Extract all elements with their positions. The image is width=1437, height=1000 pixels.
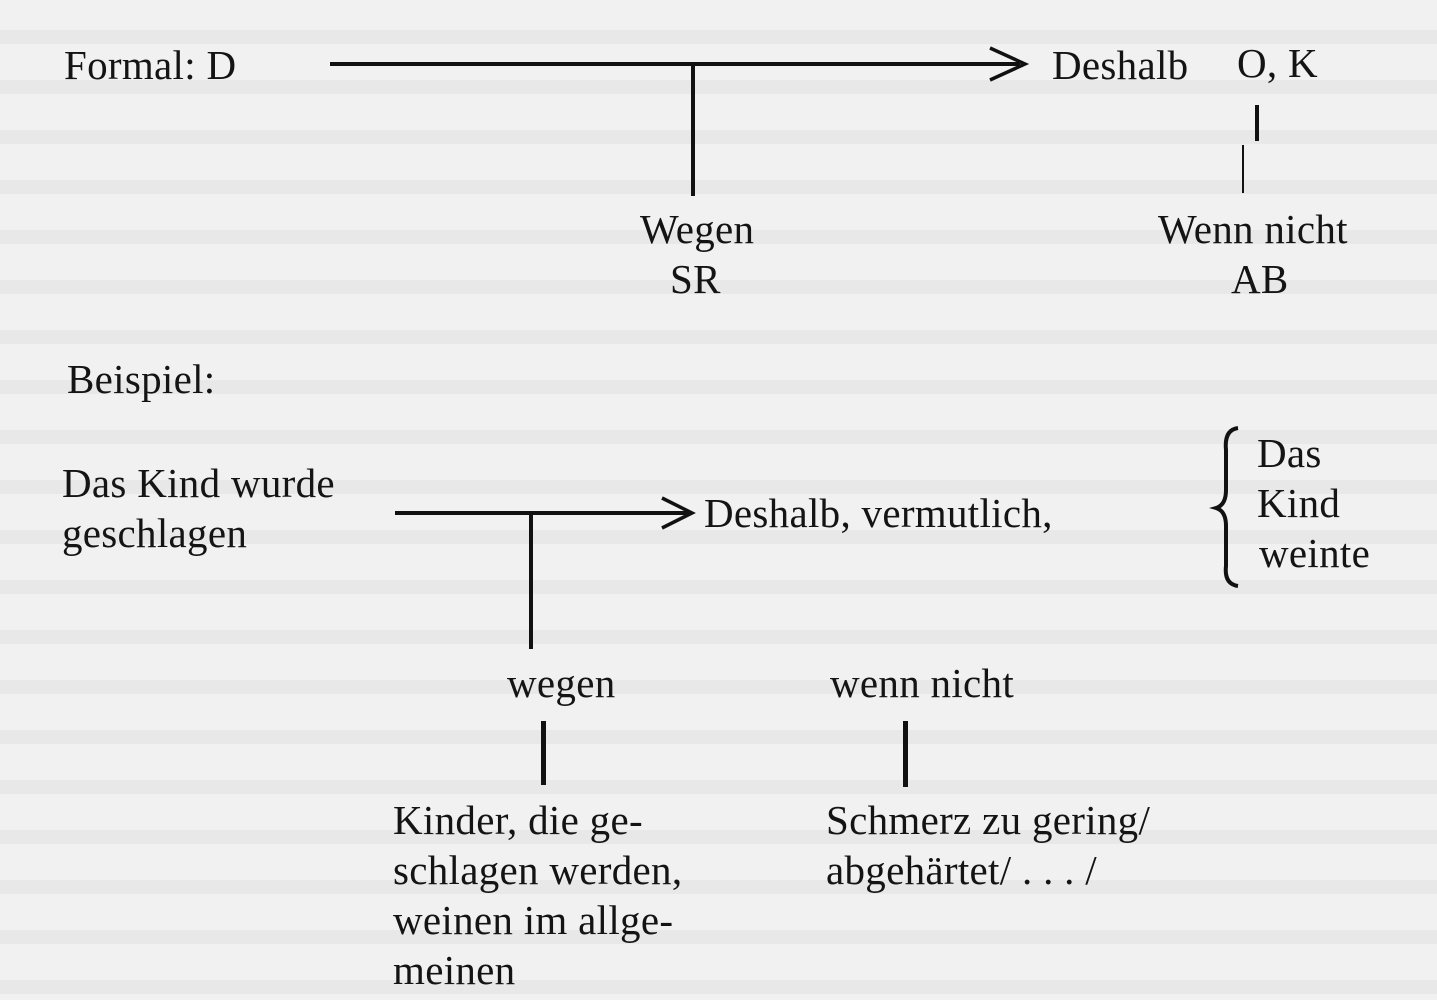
formal-label: Formal: D [64, 42, 237, 88]
formal-warrant-line [691, 64, 695, 196]
example-warrant-line [529, 513, 533, 649]
formal-rebuttal-line-lower [1242, 145, 1244, 193]
formal-rebuttal-line-upper [1255, 105, 1259, 141]
example-warrant-connector [541, 721, 546, 785]
formal-conclusion: Deshalb [1052, 42, 1189, 88]
example-claim-line: Das [1257, 430, 1322, 476]
example-conclusion: Deshalb, vermutlich, [704, 490, 1053, 536]
example-warrant-label: wegen [507, 660, 616, 706]
example-heading: Beispiel: [67, 356, 216, 402]
example-warrant-line-text: Kinder, die ge- [393, 797, 643, 843]
formal-warrant-1: Wegen [640, 206, 755, 252]
formal-warrant-2: SR [670, 256, 721, 302]
example-claim-line: Kind [1257, 480, 1341, 526]
example-data-line: geschlagen [62, 510, 248, 556]
brace-icon [1209, 426, 1239, 588]
example-rebuttal-line-text: abgehärtet/ . . . / [826, 847, 1097, 893]
formal-qualifier: O, K [1237, 40, 1318, 86]
example-rebuttal-label: wenn nicht [830, 660, 1015, 706]
example-claim-line: weinte [1259, 530, 1371, 576]
formal-arrowhead-icon [989, 46, 1030, 82]
example-rebuttal-line-text: Schmerz zu gering/ [826, 797, 1151, 843]
formal-rebuttal-1: Wenn nicht [1158, 206, 1348, 252]
example-rebuttal-connector [903, 721, 908, 787]
example-warrant-line-text: schlagen werden, [393, 847, 683, 893]
formal-arrow-line [330, 62, 1020, 66]
formal-rebuttal-2: AB [1231, 256, 1289, 302]
example-data-line: Das Kind wurde [62, 460, 335, 506]
example-warrant-line-text: meinen [393, 947, 516, 993]
example-warrant-line-text: weinen im allge- [393, 897, 674, 943]
example-arrowhead-icon [661, 496, 696, 530]
example-arrow-line [395, 511, 689, 515]
